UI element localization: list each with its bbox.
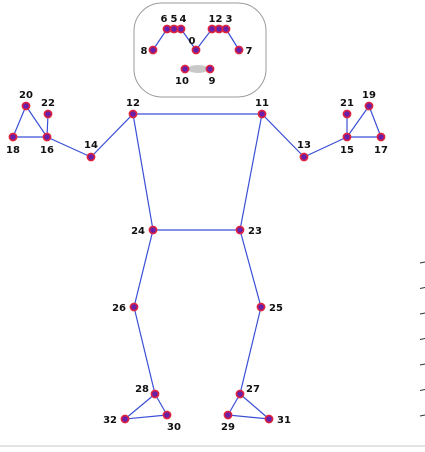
landmark-point-23 (235, 225, 245, 235)
connection-14-16 (46, 136, 92, 158)
landmark-label-30: 30 (167, 422, 181, 433)
landmark-point-2 (214, 24, 224, 34)
landmark-point-19 (364, 101, 374, 111)
landmark-point-7 (234, 45, 244, 55)
mouth-lens (188, 65, 208, 73)
connection-30-32 (124, 414, 168, 420)
landmark-label-4: 4 (180, 14, 187, 25)
connection-11-23 (239, 113, 263, 231)
landmark-label-29: 29 (221, 422, 235, 433)
connection-26-28 (133, 306, 156, 395)
edge-tick (419, 338, 425, 340)
landmark-label-32: 32 (103, 415, 117, 426)
landmark-label-11: 11 (255, 98, 269, 109)
landmark-label-22: 22 (41, 98, 55, 109)
landmark-point-22 (43, 109, 53, 119)
landmark-label-17: 17 (374, 145, 388, 156)
landmark-label-0: 0 (189, 36, 196, 47)
edge-tick (419, 389, 425, 391)
landmark-point-3 (221, 24, 231, 34)
landmark-label-13: 13 (297, 140, 311, 151)
connection-27-31 (239, 393, 270, 420)
landmark-label-7: 7 (246, 46, 253, 57)
landmark-label-26: 26 (112, 303, 126, 314)
landmark-point-15 (342, 132, 352, 142)
landmark-point-17 (376, 132, 386, 142)
landmark-point-9 (205, 64, 215, 74)
landmark-label-5: 5 (171, 14, 178, 25)
landmark-label-21: 21 (340, 98, 354, 109)
landmark-point-16 (42, 132, 52, 142)
connection-15-19 (346, 105, 370, 138)
edge-tick (419, 312, 425, 315)
landmark-label-12: 12 (126, 98, 140, 109)
connection-16-20 (25, 105, 48, 138)
landmark-point-13 (299, 152, 309, 162)
landmark-label-19: 19 (362, 90, 376, 101)
connection-12-24 (132, 113, 154, 231)
connection-17-19 (368, 105, 382, 138)
connection-12-14 (90, 113, 134, 158)
landmark-label-8: 8 (141, 46, 148, 57)
landmark-label-24: 24 (131, 226, 145, 237)
landmark-point-25 (256, 302, 266, 312)
landmark-label-1: 1 (209, 14, 216, 25)
landmark-label-28: 28 (135, 384, 149, 395)
landmark-point-4 (176, 24, 186, 34)
landmark-point-29 (223, 410, 233, 420)
landmark-point-8 (148, 45, 158, 55)
landmark-point-27 (235, 389, 245, 399)
landmark-label-3: 3 (226, 14, 233, 25)
landmark-point-28 (150, 389, 160, 399)
landmark-label-18: 18 (6, 145, 20, 156)
connection-28-32 (124, 393, 156, 420)
landmark-label-2: 2 (216, 14, 223, 25)
edge-tick (419, 287, 425, 289)
connection-23-25 (239, 229, 262, 308)
landmark-label-6: 6 (161, 14, 168, 25)
landmark-point-18 (8, 132, 18, 142)
landmark-label-16: 16 (40, 145, 54, 156)
connection-0-1 (195, 28, 213, 51)
landmark-point-26 (129, 302, 139, 312)
landmark-point-31 (264, 414, 274, 424)
connection-18-20 (12, 105, 27, 138)
connection-25-27 (239, 306, 262, 395)
landmark-point-30 (162, 410, 172, 420)
landmark-point-5 (169, 24, 179, 34)
landmark-point-12 (128, 109, 138, 119)
landmark-point-32 (120, 414, 130, 424)
landmark-label-20: 20 (19, 90, 33, 101)
landmark-label-23: 23 (248, 226, 262, 237)
landmark-point-10 (180, 64, 190, 74)
landmark-label-14: 14 (84, 140, 98, 151)
landmark-point-14 (86, 152, 96, 162)
edge-ticks (419, 261, 425, 417)
connection-24-26 (133, 229, 154, 308)
edge-tick (419, 363, 425, 366)
landmark-point-0 (191, 45, 201, 55)
landmark-point-21 (342, 109, 352, 119)
landmark-point-1 (207, 24, 217, 34)
connection-29-31 (227, 414, 270, 420)
landmark-point-6 (162, 24, 172, 34)
landmark-points (8, 24, 386, 424)
landmark-label-15: 15 (340, 145, 354, 156)
edge-tick (419, 414, 425, 417)
connection-11-13 (261, 113, 305, 158)
landmark-label-27: 27 (246, 384, 260, 395)
edge-tick (419, 261, 425, 264)
landmark-point-20 (21, 101, 31, 111)
landmark-label-25: 25 (269, 303, 283, 314)
landmark-label-31: 31 (277, 415, 291, 426)
connection-13-15 (303, 136, 348, 158)
landmark-point-11 (257, 109, 267, 119)
landmark-label-9: 9 (209, 76, 216, 87)
landmark-point-24 (148, 225, 158, 235)
landmark-label-10: 10 (175, 76, 189, 87)
